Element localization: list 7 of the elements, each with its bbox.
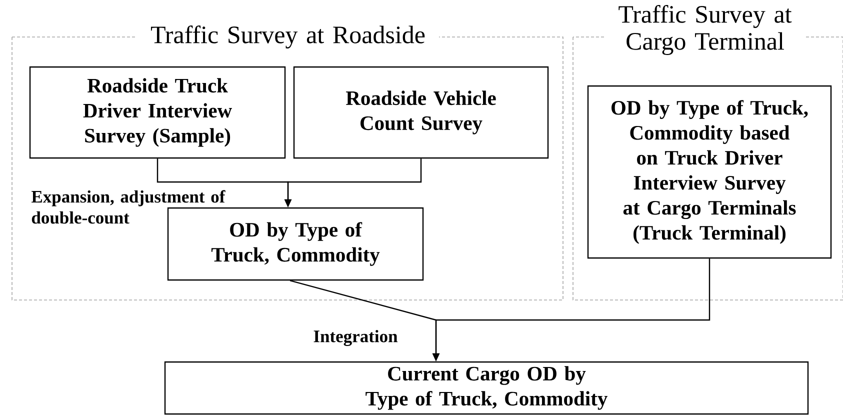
node-label: Traffic Survey at xyxy=(618,5,792,28)
process-box: Roadside Truck Driver Interview Survey (Sample) xyxy=(29,66,286,159)
process-box: OD by Type of Truck, Commodity based on Truck Driver Interview Survey at Cargo Terminals (Truck Terminal) xyxy=(587,85,832,259)
process-box: Current Cargo OD by Type of Truck, Commodity xyxy=(164,361,809,415)
edge-label: Integration xyxy=(314,330,398,346)
process-box: OD by Type of Truck, Commodity xyxy=(167,207,424,281)
process-box: Roadside Vehicle Count Survey xyxy=(293,66,549,159)
